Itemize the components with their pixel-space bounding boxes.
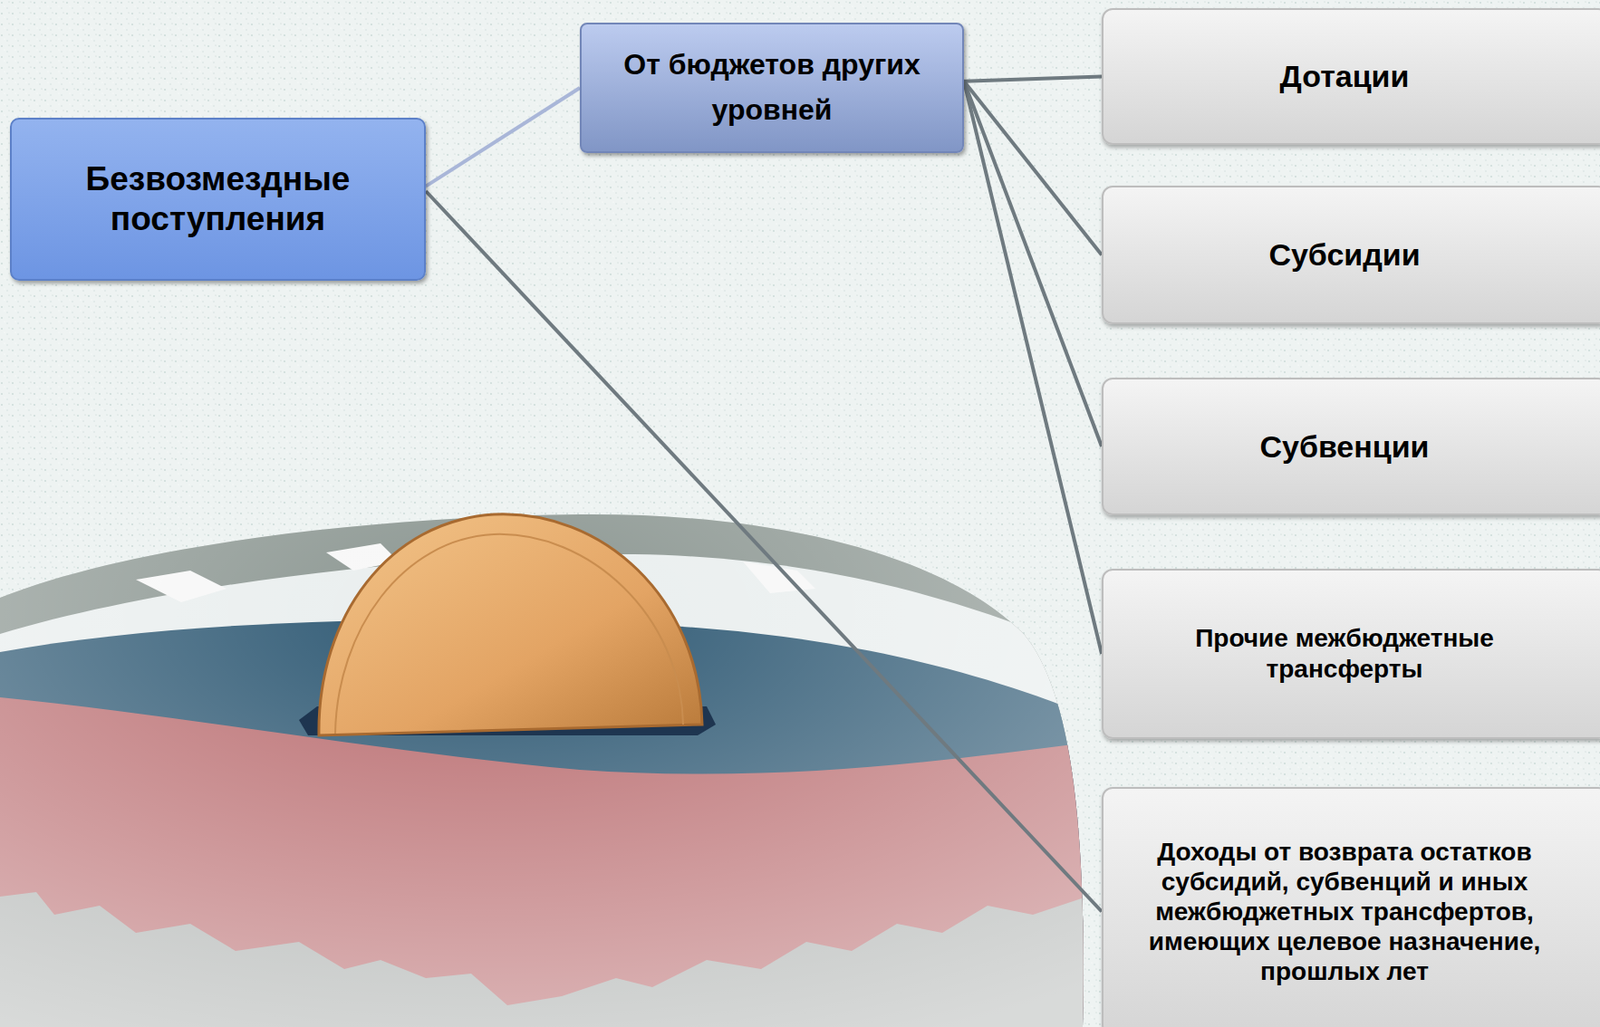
leaf-box: Доходы от возврата остатков субсидий, су…	[1101, 787, 1600, 1027]
connector-line	[963, 81, 1102, 655]
box-label: Субсидии	[1268, 236, 1420, 274]
box-label: Прочие межбюджетные трансферты	[1116, 623, 1573, 685]
leaf-box: Субвенции	[1101, 377, 1600, 516]
root-box: Безвозмездные поступления	[9, 117, 426, 281]
connector-line	[425, 87, 580, 187]
box-label: Безвозмездные поступления	[24, 159, 412, 241]
box-label: Субвенции	[1259, 428, 1429, 466]
box-label: От бюджетов других уровней	[592, 42, 952, 133]
connector-line	[963, 81, 1102, 447]
leaf-box: Субсидии	[1101, 185, 1600, 325]
connector-line	[963, 77, 1102, 82]
box-label: Дотации	[1280, 57, 1410, 96]
leaf-box: Дотации	[1101, 8, 1600, 145]
connector-line	[425, 191, 1102, 913]
group-box: От бюджетов других уровней	[579, 22, 964, 154]
leaf-box: Прочие межбюджетные трансферты	[1101, 568, 1600, 740]
box-label: Доходы от возврата остатков субсидий, су…	[1118, 837, 1572, 987]
